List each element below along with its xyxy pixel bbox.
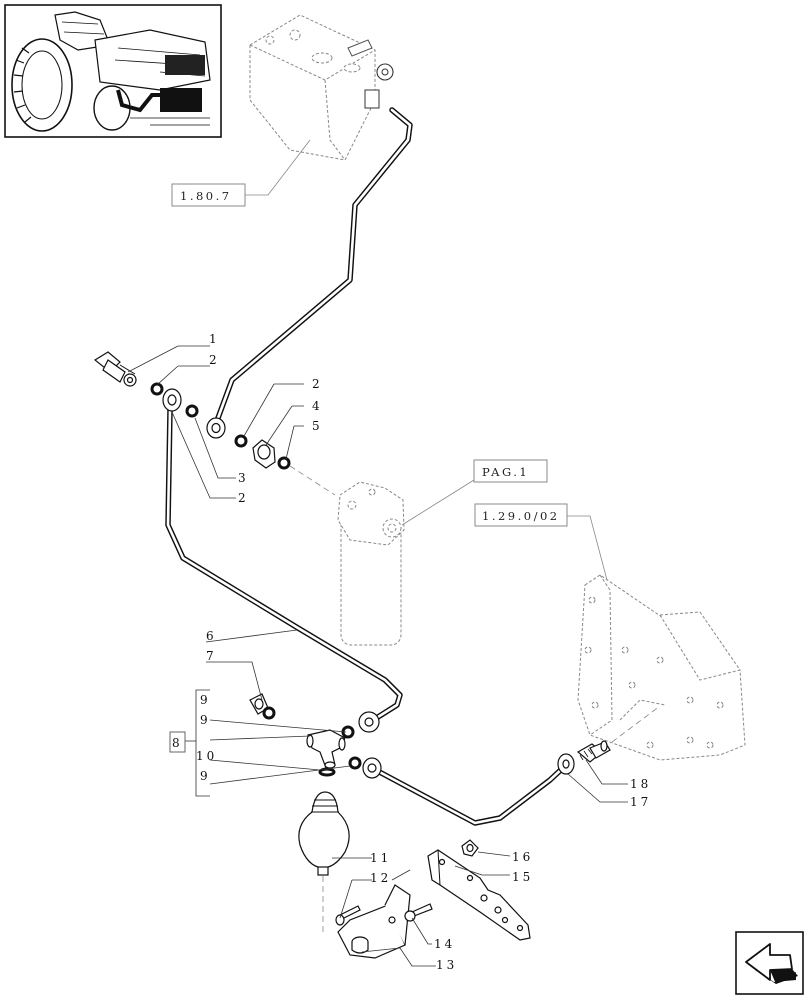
upper-pipe-eye-fitting bbox=[206, 417, 226, 439]
next-page-arrow-icon[interactable] bbox=[735, 931, 804, 995]
part-4-adapter bbox=[252, 439, 276, 469]
callout-7: 7 bbox=[206, 649, 217, 663]
part-11-accumulator bbox=[298, 791, 350, 935]
callout-2: 2 bbox=[238, 491, 249, 505]
callout-18: 18 bbox=[630, 777, 651, 791]
callout-1: 1 bbox=[209, 332, 220, 346]
callout-8: 8 bbox=[172, 736, 183, 750]
part-3-seal bbox=[185, 404, 199, 418]
callout-9: 9 bbox=[200, 769, 211, 783]
reference-label: 1.80.7 bbox=[180, 189, 232, 203]
part-14-bolt bbox=[404, 903, 433, 922]
part-9-seal-c bbox=[348, 756, 362, 770]
part-2-seal bbox=[150, 382, 164, 396]
callout-6: 6 bbox=[206, 629, 217, 643]
part-1-union bbox=[93, 351, 137, 387]
callout-9: 9 bbox=[200, 713, 211, 727]
callout-12: 12 bbox=[370, 871, 391, 885]
part-2-seal-right bbox=[234, 434, 248, 448]
leader-lines bbox=[127, 139, 628, 967]
reference-label: 1.29.0/02 bbox=[482, 509, 560, 523]
pipe-17 bbox=[369, 763, 568, 826]
group-box-8 bbox=[169, 731, 186, 753]
reference-box-1-80-7[interactable]: 1.80.7 bbox=[171, 183, 246, 207]
part-5-seal bbox=[277, 456, 291, 470]
pipe-6-end-nut bbox=[358, 711, 380, 733]
part-18-adapter bbox=[576, 705, 661, 763]
ghost-valve-plate bbox=[577, 574, 746, 761]
reference-box-1-29-0-02[interactable]: 1.29.0/02 bbox=[474, 503, 568, 527]
callout-14: 14 bbox=[434, 937, 455, 951]
tractor-location-thumbnail-icon[interactable] bbox=[4, 4, 222, 138]
callout-16: 16 bbox=[512, 850, 533, 864]
callout-5: 5 bbox=[312, 419, 323, 433]
part-9-seal-upper bbox=[262, 706, 276, 720]
pipe-6 bbox=[165, 407, 403, 725]
callout-9: 9 bbox=[200, 693, 211, 707]
part-15-bracket bbox=[427, 849, 531, 941]
callout-15: 15 bbox=[512, 870, 533, 884]
pipe-6-eye-fitting bbox=[162, 388, 182, 412]
callout-13: 13 bbox=[436, 958, 457, 972]
callout-numbers: 1 2 2 4 5 3 2 6 7 8 9 9 10 9 11 12 13 14… bbox=[172, 332, 651, 972]
ghost-hydraulic-block bbox=[249, 14, 394, 161]
callout-11: 11 bbox=[370, 851, 391, 865]
pipe-17-nut-left bbox=[362, 757, 382, 779]
callout-17: 17 bbox=[630, 795, 651, 809]
reference-label: PAG.1 bbox=[482, 465, 529, 479]
callout-2: 2 bbox=[209, 353, 220, 367]
callout-2: 2 bbox=[312, 377, 323, 391]
callout-4: 4 bbox=[312, 399, 323, 413]
part-12-bolt bbox=[335, 905, 361, 926]
part-13-bracket bbox=[337, 884, 411, 959]
reference-box-pag-1[interactable]: PAG.1 bbox=[473, 459, 548, 483]
ghost-filter bbox=[337, 481, 405, 646]
callout-3: 3 bbox=[238, 471, 249, 485]
part-16-nut bbox=[461, 839, 479, 857]
pipe-upper bbox=[215, 107, 413, 421]
part-8-tee-fitting bbox=[306, 729, 346, 769]
callout-10: 10 bbox=[196, 749, 217, 763]
pipe-17-nut-right bbox=[557, 753, 575, 775]
